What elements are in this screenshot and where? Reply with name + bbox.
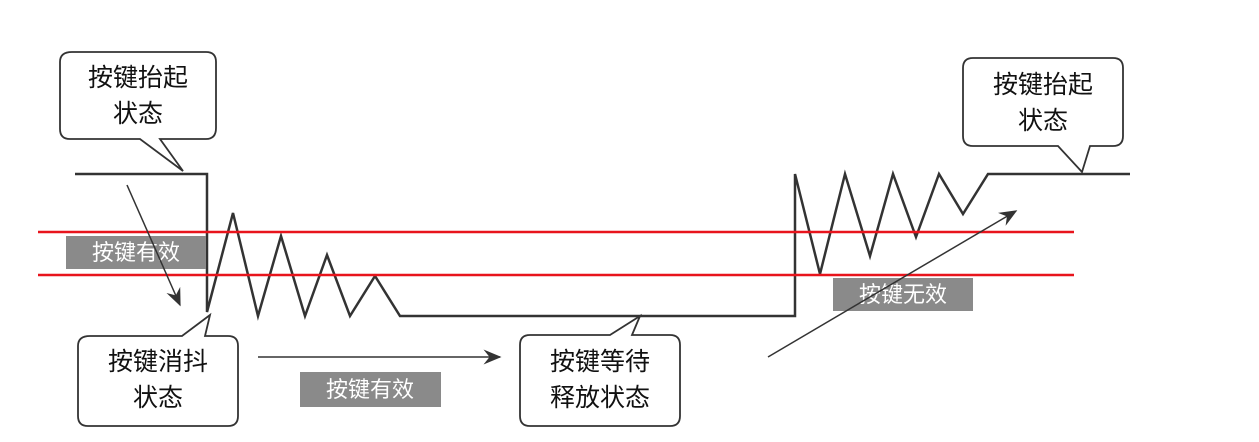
- tag-valid-bottom: 按键有效: [326, 378, 414, 403]
- tag-valid-bottom-bg: [300, 372, 441, 407]
- tag-valid-left-bg: [66, 236, 206, 269]
- callout-key-up-right-line2: 状态: [1018, 106, 1068, 135]
- arrow-to-key-up-right: [767, 210, 1018, 358]
- callout-debounce: 按键消抖 状态: [77, 312, 239, 427]
- callout-debounce-line1: 按键消抖: [108, 347, 208, 376]
- callout-key-up-right-line1: 按键抬起: [993, 70, 1093, 99]
- key-signal-waveform: [75, 169, 1130, 321]
- callout-debounce-line2: 状态: [133, 383, 183, 412]
- callout-key-up-right: 按键抬起 状态: [962, 57, 1124, 174]
- callout-wait-release: 按键等待 释放状态: [519, 313, 681, 427]
- callout-wait-release-line2: 释放状态: [550, 383, 650, 412]
- arrow-to-debounce: [126, 184, 181, 307]
- callout-key-up-left-line1: 按键抬起: [88, 63, 188, 92]
- callout-wait-release-line1: 按键等待: [550, 347, 650, 376]
- callout-key-up-left: 按键抬起 状态: [59, 51, 217, 172]
- tag-valid-left: 按键有效: [92, 241, 180, 266]
- callout-key-up-left-line2: 状态: [113, 99, 163, 128]
